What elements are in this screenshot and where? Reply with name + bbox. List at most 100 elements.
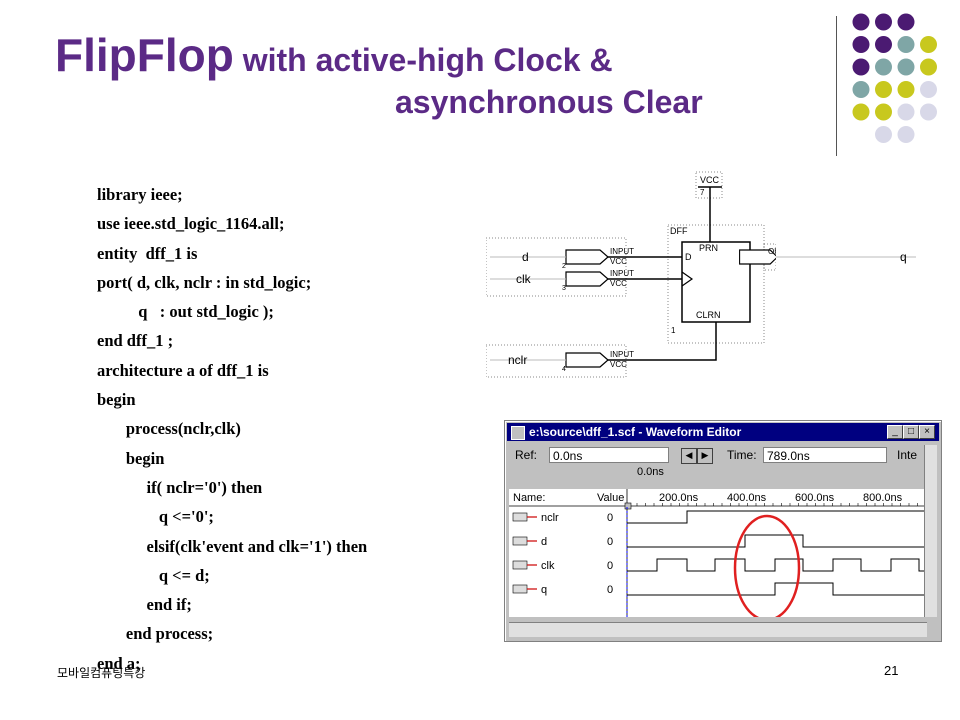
num-2: 2	[562, 263, 566, 270]
divider-line	[836, 16, 837, 156]
signal-value: 0	[607, 512, 613, 524]
sig-q: q	[900, 250, 907, 264]
page-number: 21	[884, 663, 899, 678]
decor-dot	[875, 103, 892, 121]
signal-name[interactable]: clk	[541, 560, 555, 572]
close-button[interactable]: ×	[919, 425, 935, 439]
signal-value: 0	[607, 536, 613, 548]
decor-dot	[920, 103, 937, 121]
code-line: q <='0';	[97, 507, 214, 527]
code-line: port( d, clk, nclr : in std_logic;	[97, 272, 312, 292]
title-rest: with active-high Clock &	[233, 42, 613, 78]
value-header: Value	[597, 492, 624, 504]
prev-transition-button[interactable]: ◀	[681, 448, 697, 464]
decor-dot	[897, 126, 915, 143]
vcc-num: 7	[700, 188, 705, 197]
num-4: 4	[562, 366, 566, 373]
code-line: entity dff_1 is	[97, 243, 198, 263]
code-line: end a;	[97, 653, 141, 673]
sig-d: d	[522, 250, 529, 264]
signal-trace	[627, 534, 927, 548]
time-label: Time:	[727, 448, 757, 462]
decor-dot	[852, 36, 870, 53]
sig-clk: clk	[516, 272, 532, 286]
clk-input-symbol	[565, 271, 609, 287]
tick-label: 600.0ns	[795, 492, 835, 504]
minimize-button[interactable]: _	[887, 425, 903, 439]
decor-dot	[897, 103, 915, 121]
input-pin-icon	[512, 560, 528, 570]
code-line: begin	[97, 448, 165, 468]
d-vcc-label: VCC	[610, 257, 627, 266]
tick-label: 200.0ns	[659, 492, 699, 504]
title-line2: asynchronous Clear	[395, 84, 703, 120]
clk-vcc-label: VCC	[610, 279, 627, 288]
signal-name[interactable]: nclr	[541, 512, 559, 524]
decor-dot	[852, 81, 870, 98]
signal-name[interactable]: d	[541, 536, 547, 548]
d-input-symbol	[565, 249, 609, 265]
decor-dot	[875, 126, 892, 143]
footer-course: 모바일컴퓨팅특강	[57, 666, 146, 680]
time-field[interactable]: 789.0ns	[763, 447, 887, 463]
decor-dot	[897, 36, 915, 53]
code-line: begin	[97, 390, 136, 410]
code-line: elsif(clk'event and clk='1') then	[97, 536, 368, 556]
decor-dot	[897, 81, 915, 98]
code-line: process(nclr,clk)	[97, 419, 241, 439]
vcc-box	[695, 171, 723, 199]
decor-dot	[897, 13, 915, 31]
q-output-ext: q	[776, 250, 916, 264]
d-input-label: INPUT	[610, 247, 634, 256]
signal-name[interactable]: q	[541, 584, 547, 596]
vertical-scrollbar[interactable]	[924, 445, 937, 617]
signal-trace	[627, 510, 927, 524]
num-3: 3	[562, 285, 566, 292]
decor-dot	[897, 58, 915, 76]
code-line: architecture a of dff_1 is	[97, 360, 269, 380]
cursor-time-label: 0.0ns	[637, 466, 664, 478]
input-box	[486, 237, 627, 297]
code-line: end dff_1 ;	[97, 331, 174, 351]
ref-field[interactable]: 0.0ns	[549, 447, 669, 463]
output-pin-icon	[512, 584, 528, 594]
sig-nclr: nclr	[508, 353, 527, 367]
input-pin-icon	[512, 536, 528, 546]
dff-body	[681, 241, 751, 323]
code-line: end process;	[97, 624, 214, 644]
decor-dot	[920, 81, 937, 98]
output-label: OUTPUT	[768, 247, 776, 256]
nclr-wire	[608, 322, 717, 361]
name-header: Name:	[513, 492, 545, 504]
title-main: FlipFlop	[55, 29, 234, 81]
num-1: 1	[671, 326, 676, 335]
interval-label: Inte	[897, 448, 918, 462]
decor-dot	[852, 58, 870, 76]
decor-dot	[920, 58, 937, 76]
cursor-handle[interactable]	[624, 502, 632, 510]
signal-rows: nclr 0 d 0 clk 0 q 0	[512, 510, 927, 596]
ref-label: Ref:	[515, 448, 538, 462]
decor-dot	[875, 81, 892, 98]
next-transition-button[interactable]: ▶	[697, 448, 713, 464]
code-line: if( nclr='0') then	[97, 477, 263, 497]
signal-value: 0	[607, 560, 613, 572]
maximize-button[interactable]: □	[903, 425, 919, 439]
app-icon	[511, 426, 525, 440]
clock-triangle	[681, 271, 694, 287]
window-title: e:\source\dff_1.scf - Waveform Editor	[529, 425, 742, 439]
code-line: end if;	[97, 595, 192, 615]
horizontal-scrollbar[interactable]	[509, 622, 927, 637]
dff-schematic: VCC 7 DFF PRN CLRN D Q 1 INPUT VCC d 2 I…	[486, 171, 776, 378]
decor-dot	[852, 13, 870, 31]
tick-label: 400.0ns	[727, 492, 767, 504]
signal-trace	[627, 582, 927, 596]
nclr-vcc-label: VCC	[610, 360, 627, 369]
clrn-label: CLRN	[696, 310, 721, 320]
decor-dot	[875, 58, 892, 76]
signal-value: 0	[607, 584, 613, 596]
code-line: q : out std_logic );	[97, 302, 274, 322]
